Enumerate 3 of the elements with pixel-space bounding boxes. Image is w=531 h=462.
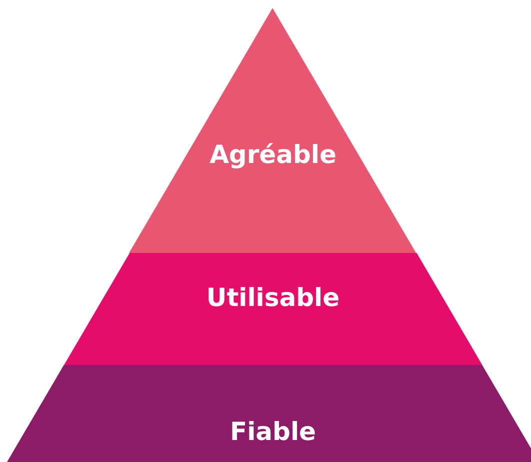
tier-label: Agréable (208, 140, 338, 169)
tier-label: Fiable (229, 417, 317, 446)
tier-label: Utilisable (205, 283, 341, 312)
